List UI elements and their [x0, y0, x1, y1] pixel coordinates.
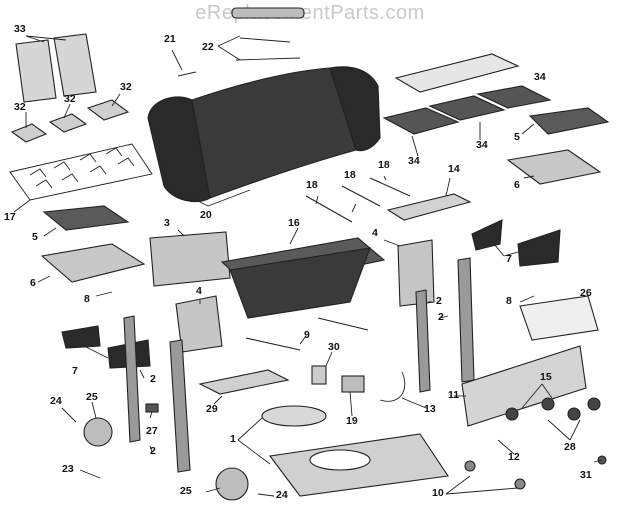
part-7-bracket-left-a — [61, 325, 101, 349]
callout-2: 2 — [438, 311, 444, 323]
part-1-tank-ring — [261, 405, 327, 427]
callout-34: 34 — [476, 139, 488, 151]
callout-19: 19 — [346, 415, 358, 427]
callout-18: 18 — [306, 179, 318, 191]
callout-2: 2 — [436, 295, 442, 307]
callout-6: 6 — [514, 179, 520, 191]
part-32-flame-tamers — [10, 99, 130, 143]
callout-27: 27 — [146, 425, 158, 437]
callout-34: 34 — [534, 71, 546, 83]
part-22-lid-handle — [231, 7, 305, 61]
callout-32: 32 — [14, 101, 26, 113]
callout-10: 10 — [432, 487, 444, 499]
callout-24: 24 — [50, 395, 62, 407]
part-25-wheel-left — [83, 417, 113, 447]
callout-7: 7 — [506, 253, 512, 265]
tank-opening — [309, 449, 371, 471]
part-20-lid — [147, 66, 381, 203]
part-17-burner-kit — [9, 143, 153, 201]
part-16-firebox — [220, 237, 386, 319]
callout-18: 18 — [378, 159, 390, 171]
callout-5: 5 — [514, 131, 520, 143]
callout-22: 22 — [202, 41, 214, 53]
callout-34: 34 — [408, 155, 420, 167]
callout-25: 25 — [180, 485, 192, 497]
callout-32: 32 — [120, 81, 132, 93]
part-2-legs — [123, 257, 475, 473]
callout-30: 30 — [328, 341, 340, 353]
callout-28: 28 — [564, 441, 576, 453]
part-5-side-grate-right — [528, 107, 610, 135]
part-7-bracket-right-a — [471, 219, 503, 251]
part-3-back-panel — [149, 231, 231, 287]
callout-4: 4 — [196, 285, 202, 297]
callout-23: 23 — [62, 463, 74, 475]
part-9-heat-bars — [245, 317, 369, 351]
callout-2: 2 — [150, 445, 156, 457]
callout-24: 24 — [276, 489, 288, 501]
part-19-igniter — [341, 375, 365, 393]
callout-16: 16 — [288, 217, 300, 229]
callout-12: 12 — [508, 451, 520, 463]
part-6-side-tray-frame — [40, 243, 146, 283]
callout-21: 21 — [164, 33, 176, 45]
callout-31: 31 — [580, 469, 592, 481]
part-5-side-burner-grate — [42, 205, 130, 231]
callout-25: 25 — [86, 391, 98, 403]
callout-5: 5 — [32, 231, 38, 243]
callout-1: 1 — [230, 433, 236, 445]
part-27-nut — [145, 403, 159, 413]
callout-29: 29 — [206, 403, 218, 415]
callout-2: 2 — [150, 373, 156, 385]
part-30-grease-cup — [311, 365, 327, 385]
callout-17: 17 — [4, 211, 16, 223]
part-29-grease-tray — [198, 369, 290, 395]
callout-26: 26 — [580, 287, 592, 299]
callout-11: 11 — [448, 389, 460, 401]
part-7-bracket-right-b — [517, 229, 561, 267]
callout-8: 8 — [84, 293, 90, 305]
callout-15: 15 — [540, 371, 552, 383]
callout-7: 7 — [72, 365, 78, 377]
callout-13: 13 — [424, 403, 436, 415]
callout-33: 33 — [14, 23, 26, 35]
callout-14: 14 — [448, 163, 460, 175]
part-14-manifold — [386, 193, 472, 221]
callout-4: 4 — [372, 227, 378, 239]
callout-3: 3 — [164, 217, 170, 229]
part-34-cooking-grates — [382, 85, 552, 135]
leader-lines — [13, 35, 603, 497]
part-15-28-knobs — [505, 397, 601, 421]
part-13-regulator-hose — [379, 371, 406, 402]
part-4-left-frame — [175, 295, 223, 353]
warming-rack — [394, 53, 520, 93]
callout-32: 32 — [64, 93, 76, 105]
callout-20: 20 — [200, 209, 212, 221]
part-18-burner-tubes — [305, 177, 411, 223]
callout-6: 6 — [30, 277, 36, 289]
part-6-side-frame-right — [506, 149, 602, 185]
part-11-control-panel — [461, 345, 587, 427]
callout-8: 8 — [506, 295, 512, 307]
part-4-right-frame — [397, 239, 435, 307]
part-33-side-shields — [15, 33, 97, 103]
callout-9: 9 — [304, 329, 310, 341]
callout-18: 18 — [344, 169, 356, 181]
part-26-basket — [519, 295, 599, 341]
part-21-screw — [177, 71, 197, 77]
part-25-wheel-bottom — [215, 467, 249, 501]
part-10-casters — [464, 460, 526, 490]
